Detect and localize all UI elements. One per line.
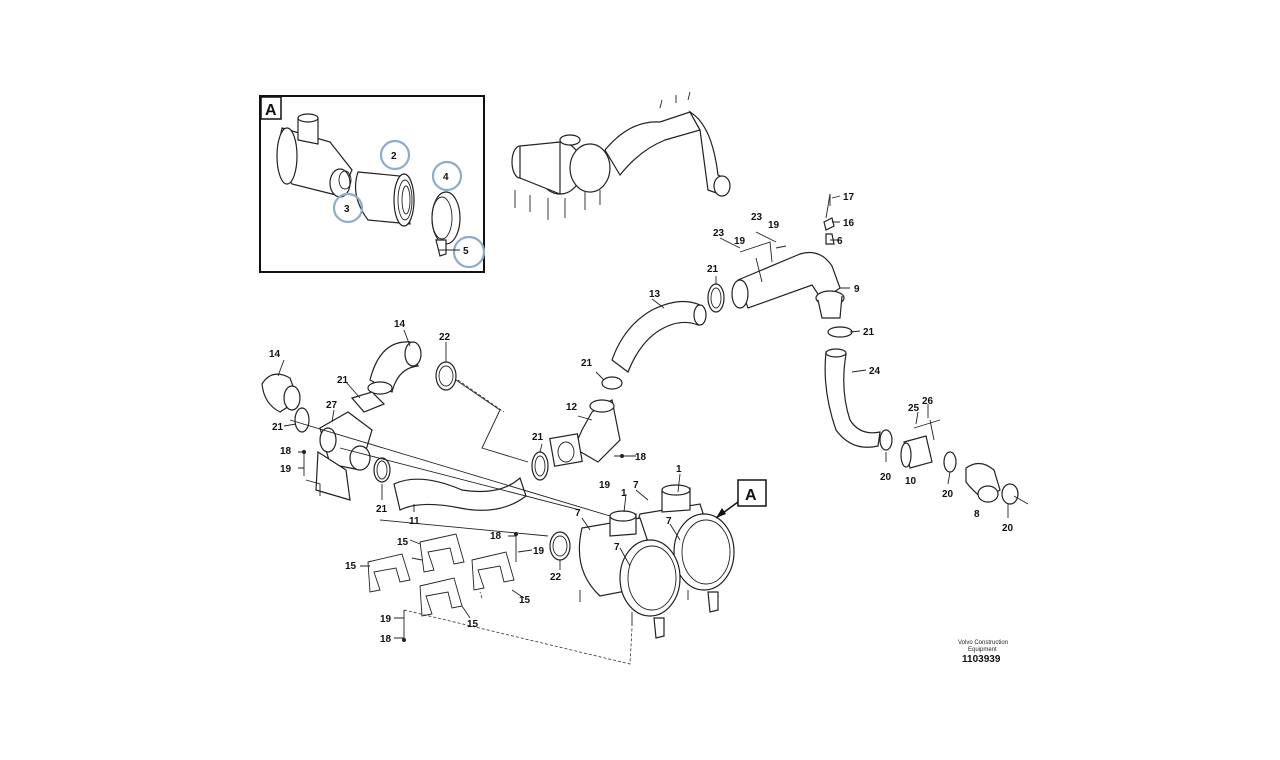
callout-17: 17 <box>843 192 855 203</box>
callout-21-b: 21 <box>707 264 719 275</box>
clamp-ring-22-upper <box>435 361 457 391</box>
callout-24: 24 <box>869 366 881 377</box>
clamp-ring-21-low <box>531 451 549 481</box>
callout-21-d: 21 <box>532 432 544 443</box>
callout-7-a: 7 <box>633 480 639 491</box>
callout-23-a: 23 <box>751 212 763 223</box>
callout-labels: 17 16 6 9 21 23 19 23 19 21 13 21 12 21 … <box>269 192 1014 645</box>
callout-15-b: 15 <box>345 561 357 572</box>
elbow-14-left <box>261 373 301 413</box>
tee-27 <box>305 411 373 501</box>
overview-assembly <box>511 91 731 220</box>
air-filter-housing-front <box>578 510 689 639</box>
callout-19-a: 19 <box>768 220 780 231</box>
callout-6: 6 <box>837 236 843 247</box>
hose-24 <box>824 326 881 448</box>
callout-21-e: 21 <box>337 375 349 386</box>
inset-callout-circle-2 <box>379 139 411 171</box>
callout-7-b: 7 <box>575 508 581 519</box>
callout-22-a: 22 <box>439 332 451 343</box>
callout-19-f: 19 <box>380 614 392 625</box>
hose-13 <box>611 300 707 373</box>
callout-20-a: 20 <box>880 472 892 483</box>
callout-20-c: 20 <box>1002 523 1014 534</box>
callout-19-c: 19 <box>599 480 611 491</box>
inset-air-filter-housing <box>276 113 353 198</box>
hose-8 <box>965 462 1001 503</box>
callout-27: 27 <box>326 400 338 411</box>
clamp-ring-21-mid <box>601 376 623 390</box>
callout-18-d: 18 <box>380 634 392 645</box>
footer-block: Volvo Construction Equipment 1103939 <box>958 640 1008 665</box>
callout-22-b: 22 <box>550 572 562 583</box>
callout-15-d: 15 <box>467 619 479 630</box>
clamp-ring-22-lower <box>549 531 571 561</box>
clamp-ring-21-upper <box>707 283 725 313</box>
inset-callout-circle-3 <box>332 192 364 224</box>
guide-lines <box>289 379 633 665</box>
callout-7-c: 7 <box>666 516 672 527</box>
callout-25: 25 <box>908 403 920 414</box>
adapter-12 <box>549 399 621 467</box>
clamp-ring-21-left <box>294 407 310 433</box>
callout-11: 11 <box>409 516 420 527</box>
callout-26: 26 <box>922 396 934 407</box>
callout-15-a: 15 <box>397 537 409 548</box>
flange-21-left <box>350 391 386 413</box>
drawing-number: 1103939 <box>962 654 1001 665</box>
intake-pipe-upper <box>731 193 845 319</box>
air-filter-housing-rear <box>636 484 735 613</box>
clamp-ring-20-left <box>879 429 893 451</box>
callout-14-a: 14 <box>394 319 406 330</box>
callout-1-a: 1 <box>676 464 682 475</box>
clamp-ring-21-lower <box>373 457 391 483</box>
callout-18-c: 18 <box>490 531 502 542</box>
callout-20-b: 20 <box>942 489 954 500</box>
callout-21-c: 21 <box>581 358 593 369</box>
inset-letter: A <box>265 102 277 119</box>
callout-9: 9 <box>854 284 860 295</box>
inset-detail-a: A 2 3 4 5 <box>259 95 486 273</box>
clamp-ring-20-right <box>1001 483 1029 505</box>
callout-19-e: 19 <box>533 546 545 557</box>
callout-21-f: 21 <box>272 422 284 433</box>
brand-line-1: Volvo Construction <box>958 640 1008 646</box>
clamp-ring-20-mid <box>943 451 957 473</box>
callout-16: 16 <box>843 218 855 229</box>
inset-cover <box>431 191 461 257</box>
pipe-10 <box>900 419 941 469</box>
callout-15-c: 15 <box>519 595 531 606</box>
brand-line-2: Equipment <box>968 647 997 653</box>
callout-10: 10 <box>905 476 917 487</box>
inset-callout-circle-4 <box>431 160 463 192</box>
inset-callout-4: 4 <box>443 172 449 183</box>
callout-1-b: 1 <box>621 488 627 499</box>
leader-lines <box>277 195 1009 639</box>
callout-14-b: 14 <box>269 349 281 360</box>
callout-13: 13 <box>649 289 661 300</box>
callout-19-b: 19 <box>734 236 746 247</box>
elbow-14-upper <box>367 341 422 395</box>
callout-21-a: 21 <box>863 327 875 338</box>
callout-21-g: 21 <box>376 504 388 515</box>
inset-callout-2: 2 <box>391 151 397 162</box>
brackets-15 <box>367 533 515 617</box>
callout-8: 8 <box>974 509 980 520</box>
callout-12: 12 <box>566 402 578 413</box>
inset-filter-element <box>355 171 415 227</box>
inset-callout-circle-5 <box>452 235 486 269</box>
callout-18-a: 18 <box>635 452 647 463</box>
main-letter-a: A <box>745 487 757 504</box>
callout-7-d: 7 <box>614 542 620 553</box>
inset-callout-5: 5 <box>463 246 469 257</box>
callout-23-b: 23 <box>713 228 725 239</box>
callout-18-b: 18 <box>280 446 292 457</box>
callout-19-d: 19 <box>280 464 292 475</box>
callout-arrow-a: A <box>715 479 767 519</box>
inset-callout-3: 3 <box>344 204 350 215</box>
